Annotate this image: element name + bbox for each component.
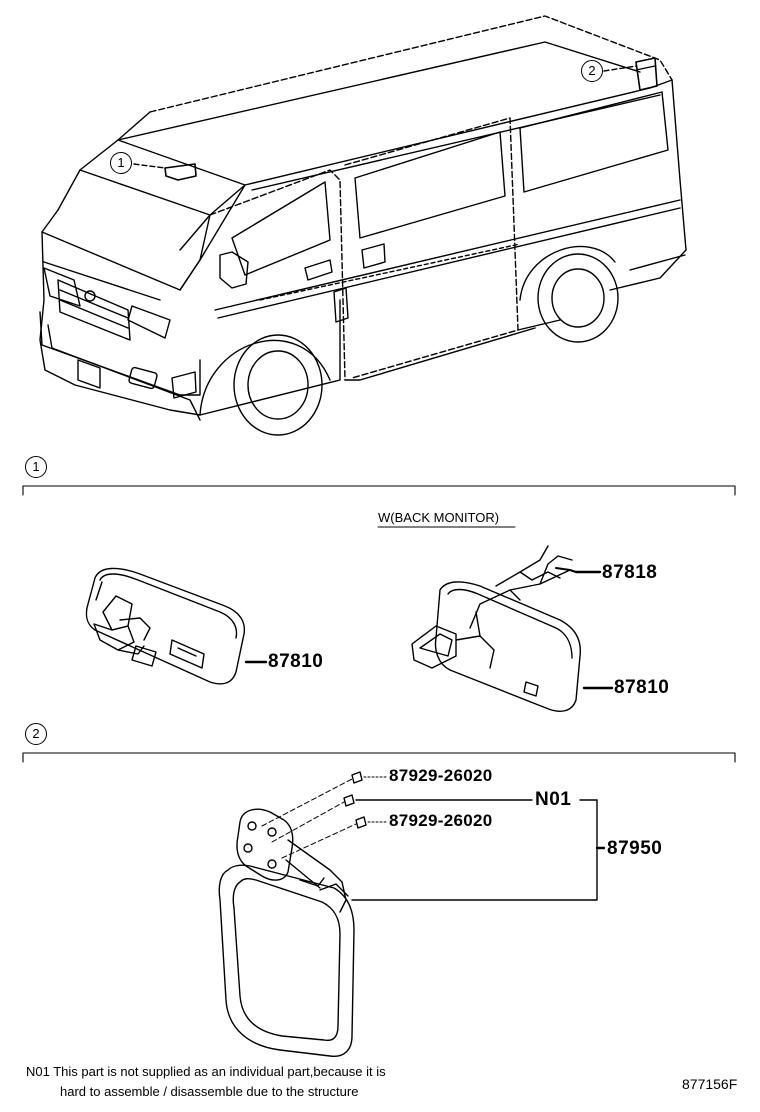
section-2-marker: 2 <box>25 723 47 745</box>
van-illustration <box>39 15 687 436</box>
part-number-87810-standard: 87810 <box>268 651 324 672</box>
section-1-marker: 1 <box>25 456 47 478</box>
part-number-n01: N01 <box>535 789 572 810</box>
inner-mirror-standard <box>85 567 268 685</box>
inner-mirror-back-monitor <box>411 545 614 712</box>
section-2-bracket <box>22 752 736 763</box>
illustration-code: 877156F <box>682 1076 738 1092</box>
part-number-87929-lower: 87929-26020 <box>389 811 493 830</box>
part-number-87818: 87818 <box>602 562 658 583</box>
part-number-87929-upper: 87929-26020 <box>389 766 493 785</box>
part-number-87950: 87950 <box>607 838 663 859</box>
section-1-bracket <box>22 485 736 496</box>
callout-2: 2 <box>581 60 603 82</box>
outer-mirror-assembly <box>218 771 606 1057</box>
note-line-1: N01 This part is not supplied as an indi… <box>26 1064 386 1079</box>
callout-1: 1 <box>110 152 132 174</box>
note-line-2: hard to assemble / disassemble due to th… <box>60 1084 359 1099</box>
part-number-87810-back-monitor: 87810 <box>614 677 670 698</box>
back-monitor-caption: W(BACK MONITOR) <box>378 510 500 525</box>
